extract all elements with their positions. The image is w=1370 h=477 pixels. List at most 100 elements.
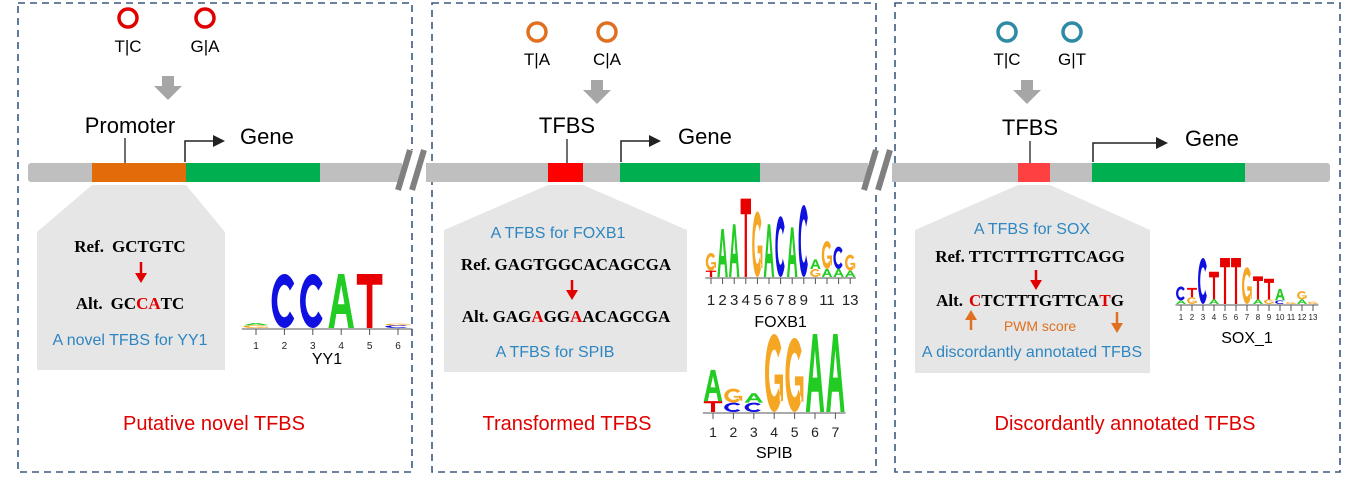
score-up-arrow-icon [965, 310, 977, 320]
logo-letter-a [786, 227, 798, 277]
sequence-label: Ref. [935, 247, 965, 266]
logo-tick-label: 11 [1287, 313, 1296, 322]
logo-letter-g [724, 388, 743, 403]
promoter-region [92, 163, 186, 182]
logo-letter-t [356, 274, 383, 328]
logo-tick-label: 1 [253, 341, 259, 352]
logo-tick-label: 5 [367, 341, 373, 352]
logo-letter-g [821, 241, 833, 269]
promoter-label: Promoter [85, 113, 175, 138]
logo-tick-label: 9 [800, 292, 808, 309]
tfbs-label: TFBS [539, 113, 595, 138]
sequence-segment: GG [544, 307, 570, 326]
logo-tick-label: 13 [1309, 313, 1318, 322]
mutation-arrow-icon [1030, 280, 1042, 290]
logo-tick-label: 3 [730, 292, 738, 309]
panel-border-3 [894, 2, 1341, 473]
logo-letter-a [328, 274, 354, 328]
mutation-arrow-icon [566, 290, 578, 300]
variant-circle-icon [194, 7, 216, 29]
logo-letter-c [271, 274, 295, 328]
variant-circle-icon [117, 7, 139, 29]
logo-tick-label: 5 [791, 424, 799, 440]
gene-label: Gene [240, 124, 294, 149]
sequence-segment: G [1111, 291, 1124, 310]
sequence-segment: TC [161, 294, 185, 313]
panel-title: Putative novel TFBS [123, 413, 305, 435]
logo-letter-t [703, 401, 723, 412]
annotation-note: A TFBS for SPIB [496, 344, 615, 361]
mutated-base: T [1099, 291, 1111, 310]
variant-circle-icon [596, 21, 618, 43]
logo-tick-label: 4 [742, 292, 750, 309]
panel-title: Discordantly annotated TFBS [995, 413, 1256, 435]
ref-sequence: Ref.GAGTGGCACAGCGA [461, 255, 672, 274]
annotation-note-top: A TFBS for SOX [974, 221, 1091, 238]
logo-letter-a [805, 334, 825, 412]
sequence-segment: ACAGCGA [582, 307, 671, 326]
logo-tick-label: 4 [1212, 313, 1217, 322]
logo-tick-label: 6 [1234, 313, 1239, 322]
gene-region [620, 163, 760, 182]
sequence-segment: GC [111, 294, 137, 313]
logo-letter-t [1253, 276, 1263, 300]
logo-letter-g [1308, 301, 1318, 304]
logo-tick-label: 6 [811, 424, 819, 440]
logo-letter-a [1253, 299, 1263, 304]
callout-box [444, 185, 687, 372]
sequence-label: Alt. [936, 291, 963, 310]
down-arrow-icon [583, 80, 611, 104]
sequence-segment: TCTTTGTTCA [981, 291, 1100, 310]
logo-letter-a [717, 229, 728, 277]
allele-label: T|C [993, 50, 1020, 69]
allele-label: C|A [593, 50, 622, 69]
logo-letter-g [1187, 297, 1197, 304]
logo-tick-label: 5 [1223, 313, 1228, 322]
panel-border-2 [431, 2, 877, 473]
gene-region [186, 163, 320, 182]
tfbs-region [1018, 163, 1050, 182]
logo-letter-t [1231, 258, 1241, 304]
logo-letter-t [705, 270, 717, 277]
logo-letter-a [728, 224, 740, 277]
logo-letter-g [1242, 267, 1252, 304]
logo-letter-a [833, 269, 844, 277]
logo-letter-c [775, 216, 785, 277]
mutation-arrow-icon [135, 273, 147, 283]
track-break-1 [395, 149, 427, 192]
logo-tick-label: 2 [282, 341, 288, 352]
variant-circle-icon [1061, 21, 1083, 43]
variant-circle-icon [526, 21, 548, 43]
score-down-arrow-icon [1111, 323, 1123, 333]
logo-tick-label: 1 [707, 292, 715, 309]
tss-arrow-icon [184, 135, 225, 162]
logo-letter-g [1264, 299, 1274, 304]
variant-circle-icon [996, 21, 1018, 43]
allele-label: T|A [524, 50, 551, 69]
sequence-label: Ref. [461, 255, 491, 274]
ref-sequence: Ref.GCTGTC [74, 237, 185, 256]
logo-tick-label: 13 [842, 292, 859, 309]
logo-letter-c [1275, 300, 1284, 304]
logo-letter-t [740, 198, 752, 277]
logo-tick-label: 12 [1298, 313, 1307, 322]
allele-label: G|T [1058, 50, 1086, 69]
logo-letter-c [1176, 286, 1185, 301]
logo-letter-a [810, 259, 821, 269]
logo-letter-t [1187, 287, 1197, 298]
panel-discordantly-annotated-tfbs: T|C G|T TFBS Gene A TFBS for SOX Ref.TTC… [915, 21, 1319, 435]
logo-letter-a [763, 224, 775, 277]
logo-letter-a [703, 369, 723, 402]
logo-letter-c [385, 325, 408, 328]
sequence-segment: GCTGTC [112, 237, 186, 256]
logo-letter-c [1198, 258, 1207, 304]
logo-name: YY1 [312, 351, 342, 368]
logo-tick-label: 5 [753, 292, 761, 309]
logo-letter-a [1275, 288, 1285, 301]
logo-letter-g [1297, 291, 1307, 300]
logo-letter-t [1209, 271, 1219, 300]
